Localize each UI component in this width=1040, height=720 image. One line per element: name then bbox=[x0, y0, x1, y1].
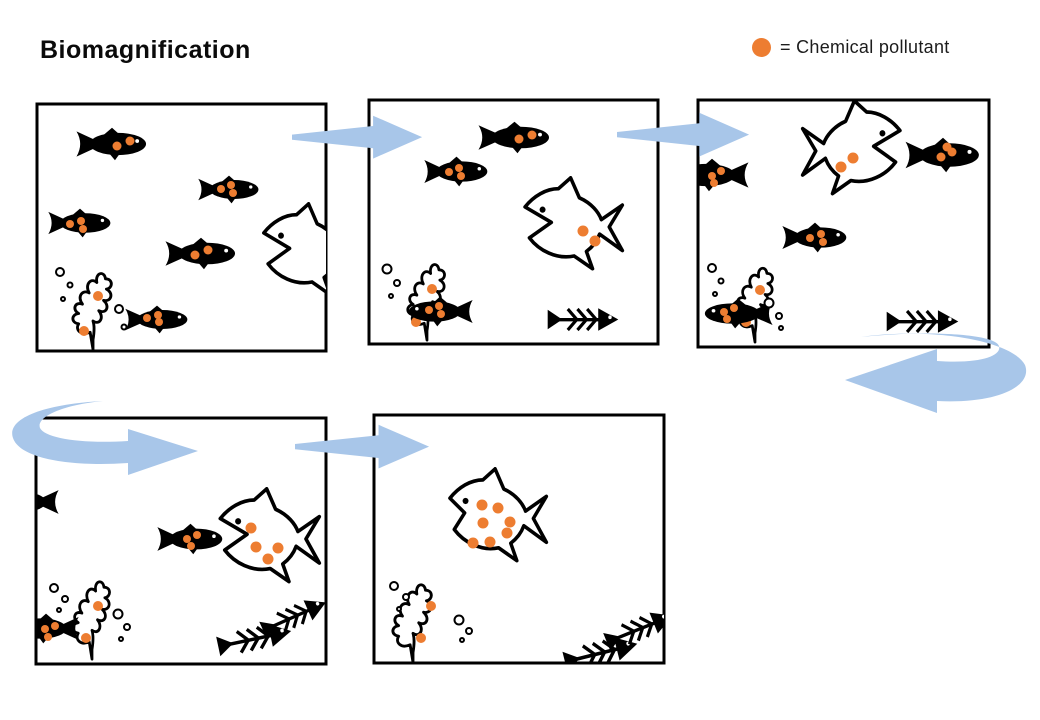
small-fish-icon bbox=[125, 305, 188, 334]
bubbles bbox=[389, 581, 473, 643]
big-fish-icon bbox=[523, 176, 625, 271]
small-fish-icon bbox=[408, 296, 473, 327]
panel-stage-1 bbox=[35, 102, 328, 353]
small-fish-icon bbox=[198, 175, 259, 204]
big-fish-icon bbox=[448, 467, 549, 563]
small-fish-icon bbox=[704, 298, 773, 329]
small-fish-icon bbox=[478, 121, 549, 154]
small-fish-icon bbox=[905, 137, 979, 173]
wrap-arrow-in-icon bbox=[12, 401, 198, 475]
seaweed-icon bbox=[71, 580, 111, 661]
bubbles bbox=[55, 267, 128, 331]
small-fish-icon bbox=[782, 222, 847, 253]
panel-stage-2 bbox=[367, 98, 660, 346]
panel-stage-3 bbox=[696, 98, 991, 349]
small-fish-icon bbox=[48, 208, 111, 238]
small-fish-icon bbox=[36, 613, 79, 644]
seaweed-icon bbox=[71, 272, 113, 351]
bubbles bbox=[381, 263, 401, 299]
panel-stage-5 bbox=[372, 413, 666, 665]
seaweed-icon bbox=[391, 583, 436, 663]
bubbles bbox=[49, 583, 131, 642]
small-fish-icon bbox=[76, 127, 147, 161]
page-title: Biomagnification bbox=[40, 36, 251, 64]
small-fish-icon bbox=[698, 158, 749, 192]
legend: = Chemical pollutant bbox=[752, 37, 950, 58]
seaweed-icon bbox=[406, 263, 446, 342]
small-fish-icon bbox=[165, 237, 236, 270]
big-fish-icon bbox=[800, 100, 902, 196]
pollutant-dot-icon bbox=[752, 38, 771, 57]
small-fish-icon bbox=[157, 523, 223, 555]
small-fish-icon bbox=[424, 156, 488, 187]
wrap-arrow-out-icon bbox=[845, 333, 1027, 413]
bubbles bbox=[707, 263, 784, 331]
legend-label: = Chemical pollutant bbox=[780, 37, 950, 57]
big-fish-icon bbox=[218, 487, 322, 584]
